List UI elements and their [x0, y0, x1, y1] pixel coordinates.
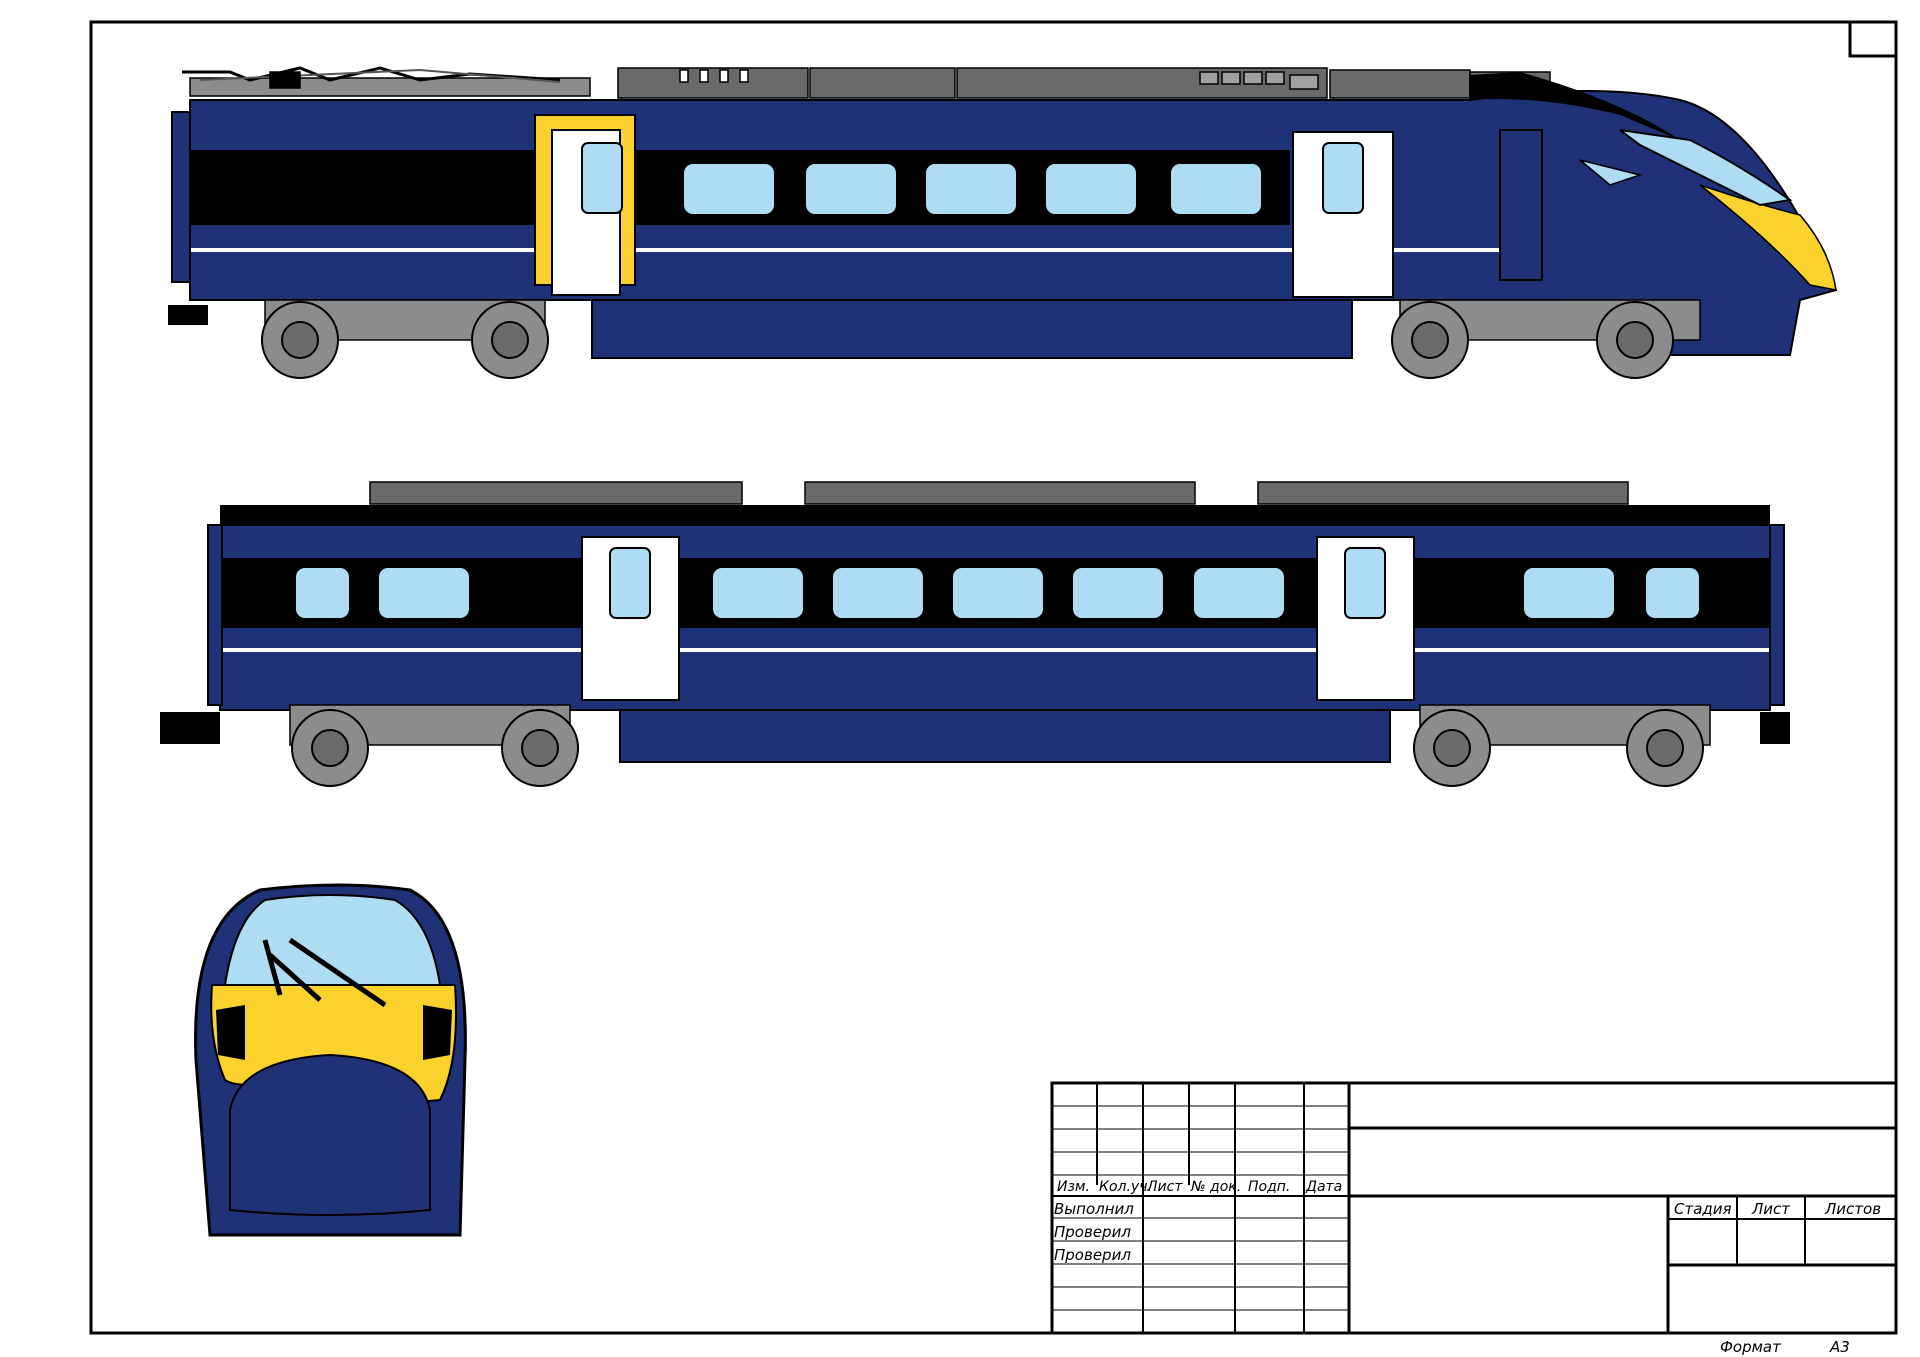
headlight-left: [216, 1005, 245, 1060]
front-nose: [229, 1053, 431, 1216]
driving-car-side-view: [168, 66, 1838, 379]
row-proveril-1: Проверил: [1054, 1223, 1131, 1241]
roof-equipment: [617, 67, 1551, 99]
cab-door: [1499, 129, 1543, 281]
bogie-right: [1413, 704, 1711, 787]
stage-listov: Листов: [1824, 1200, 1881, 1218]
nose-cap: [1470, 72, 1680, 140]
underframe-equipment: [591, 299, 1353, 359]
passenger-windows: [294, 566, 1701, 620]
bogie-rear: [261, 299, 549, 379]
door-window-1: [581, 142, 623, 214]
header-izm: Изм.: [1057, 1179, 1090, 1195]
row-proveril-2: Проверил: [1054, 1246, 1131, 1264]
gangway-right: [1769, 524, 1785, 706]
cab-window: [1619, 129, 1793, 207]
door-window-2: [1344, 547, 1386, 619]
header-kol-uch: Кол.уч.: [1099, 1179, 1152, 1195]
header-n-dok: № док.: [1190, 1179, 1241, 1195]
intermediate-car-side-view: [160, 481, 1790, 787]
roof-equipment: [369, 481, 1629, 505]
pantograph: [182, 66, 591, 97]
stage-list: Лист: [1751, 1200, 1791, 1218]
format-label: Формат: [1720, 1338, 1782, 1356]
coupler: [168, 305, 208, 325]
passenger-windows: [682, 162, 1263, 216]
coupler-right: [1760, 712, 1790, 744]
corner-box: [1848, 20, 1898, 58]
headlight-right: [423, 1005, 452, 1060]
format-value: А3: [1829, 1338, 1850, 1356]
front-view: [194, 883, 467, 1237]
gangway: [171, 111, 191, 283]
gangway-left: [207, 524, 223, 706]
drawing-frame: [89, 20, 1898, 1335]
row-vypolnil: Выполнил: [1054, 1200, 1134, 1218]
door-window-2: [1322, 142, 1364, 214]
header-podp: Подп.: [1248, 1179, 1290, 1195]
header-data: Дата: [1305, 1179, 1342, 1195]
title-block: [1050, 1081, 1898, 1335]
bogie-left: [289, 704, 579, 787]
wipers: [262, 937, 387, 1008]
underframe-equipment: [619, 709, 1391, 763]
cab-side-window: [1579, 159, 1643, 186]
roof-line: [220, 505, 1770, 525]
door-2: [1292, 131, 1394, 298]
bogie-front: [1391, 299, 1701, 379]
door-window-1: [609, 547, 651, 619]
stage-stadiya: Стадия: [1674, 1200, 1732, 1218]
title-block-labels: Изм. Кол.уч. Лист № док. Подп. Дата Выпо…: [1054, 1179, 1881, 1356]
coupler-left: [160, 712, 220, 744]
header-list: Лист: [1146, 1179, 1183, 1195]
